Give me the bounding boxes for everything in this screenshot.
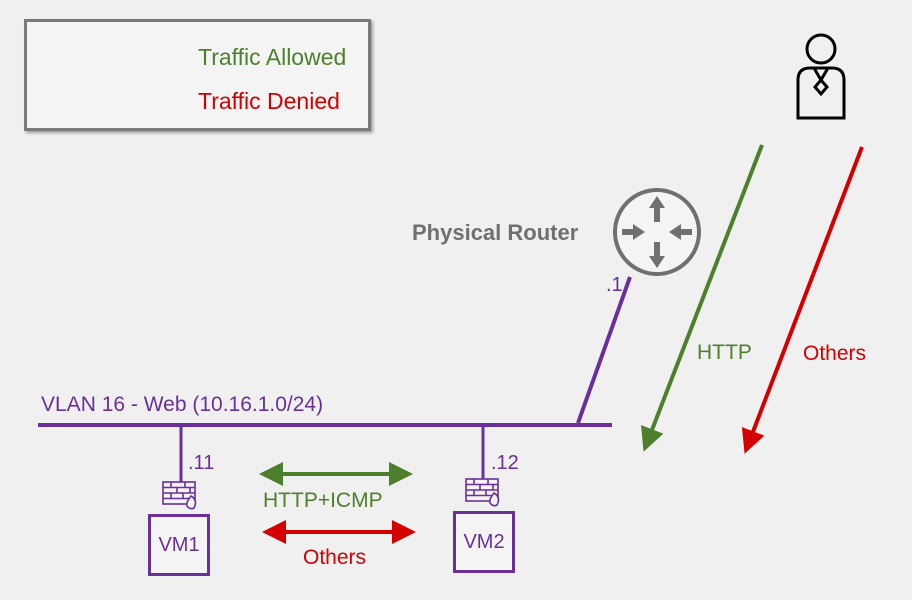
legend-denied-label: Traffic Denied [198,88,340,114]
user-icon [796,33,846,120]
vm1-label: VM1 [158,533,200,556]
firewall-icon [465,478,500,507]
north-south-denied-label: Others [803,342,867,365]
router-uplink-line [576,276,632,424]
router-icon [613,188,701,276]
vm2-ip-label: .12 [491,452,519,474]
legend [24,19,371,131]
east-west-allowed-label: HTTP+ICMP [263,489,383,512]
north-south-denied-arrow [741,146,864,454]
vm2-label: VM2 [463,530,505,553]
east-west-denied-label: Others [303,546,367,569]
north-south-allowed-arrow [641,144,764,452]
vm1-ip-label: .11 [188,452,215,474]
vlan-label: VLAN 16 - Web (10.16.1.0/24) [41,393,324,416]
vm1-box: VM1 [148,514,210,576]
firewall-icon [162,481,197,510]
legend-allowed-label: Traffic Allowed [198,44,347,70]
router-ip-label: .1 [606,274,623,296]
north-south-allowed-label: HTTP [697,341,752,364]
router-label: Physical Router [412,220,579,245]
vm2-box: VM2 [453,511,515,573]
